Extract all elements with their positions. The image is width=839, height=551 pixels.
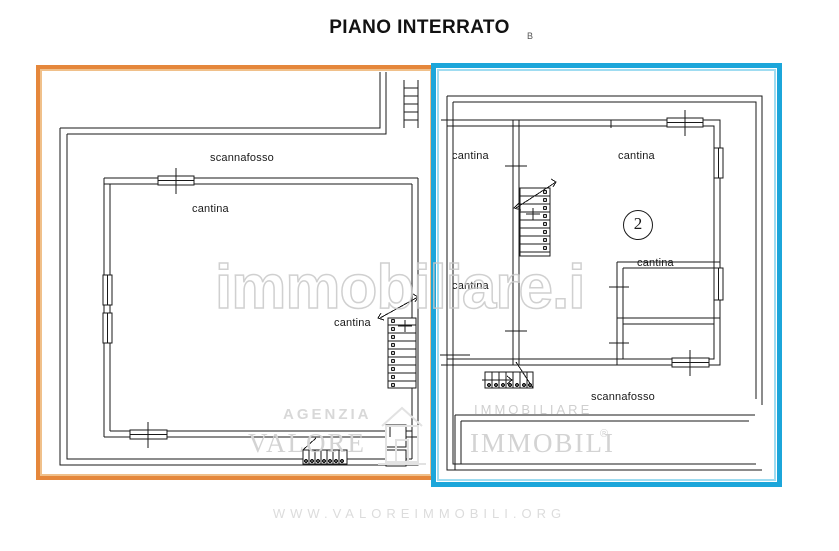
opening-marks-right (440, 165, 629, 356)
page-title-suffix: B (527, 31, 534, 41)
window-right-east-lower (713, 267, 724, 301)
page-title: PIANO INTERRATO (329, 17, 510, 38)
unit-boundary-blue-inner (437, 69, 776, 481)
room-label-cantina-right-topleft: cantina (452, 150, 489, 162)
wall-right-outer-top (447, 95, 763, 405)
staircase-left (377, 293, 419, 389)
staircase-left-bottom (302, 437, 348, 465)
staircase-right-lower (482, 361, 534, 389)
wall-right-outer-top-inner (453, 101, 757, 399)
room-label-cantina-left-stair: cantina (334, 317, 371, 329)
wall-right-inner-block-inner (447, 125, 715, 360)
room-label-cantina-left-main: cantina (192, 203, 229, 215)
window-left-west-upper (102, 274, 113, 306)
unit-boundary-blue (431, 63, 782, 487)
wall-left-outer-inner-top (67, 72, 387, 135)
window-left-west-lower (102, 312, 113, 344)
wall-right-inner-block (441, 119, 721, 366)
window-right-south (671, 350, 710, 376)
wall-right-outer-left (446, 96, 762, 471)
wall-left-outer-top (60, 72, 381, 129)
wall-right-outer-left-inner (452, 102, 756, 465)
window-right-east-upper (713, 147, 724, 179)
window-left-south (129, 422, 168, 448)
room-label-cantina-right-midright: cantina (637, 257, 674, 269)
staircase-right-upper (513, 178, 557, 257)
service-detail-left-bottom (385, 424, 407, 467)
window-right-north (666, 110, 704, 136)
unit-number-badge: 2 (623, 210, 653, 240)
window-left-north (157, 168, 195, 194)
wall-left-outer-inner (66, 134, 412, 460)
room-label-scannafosso-right: scannafosso (591, 391, 655, 403)
room-label-scannafosso-left: scannafosso (210, 152, 274, 164)
room-label-cantina-right-topright: cantina (618, 150, 655, 162)
room-label-cantina-right-midleft: cantina (452, 280, 489, 292)
